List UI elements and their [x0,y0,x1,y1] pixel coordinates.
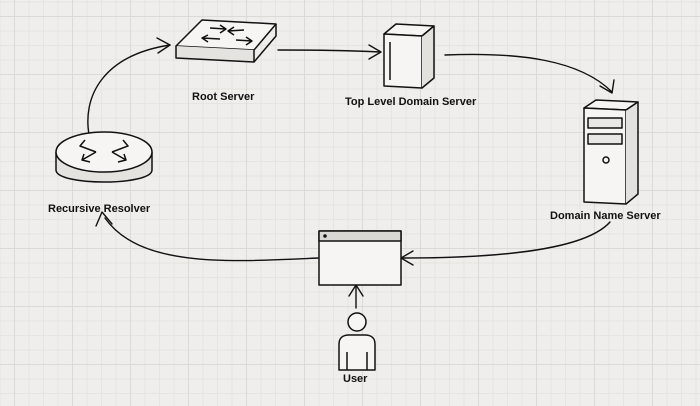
arrowhead-tld-to-dns [599,79,615,94]
arrow-root-to-tld [277,49,381,53]
arrow-tld-to-dns [444,53,613,93]
browser-window-icon [318,230,402,286]
arrow-window-to-resolver [104,217,319,262]
server-tower-icon [383,23,435,89]
root-server-label: Root Server [192,91,255,103]
rack-server-icon [583,99,639,205]
arrow-dns-to-window [401,221,611,259]
user-label: User [343,373,368,385]
arrow-resolver-to-root [87,44,171,141]
user-icon [338,312,376,371]
recursive-resolver-label: Recursive Resolver [48,203,151,215]
domain-name-server-label: Domain Name Server [550,210,661,222]
arrowhead-window-to-resolver [95,211,113,227]
router-icon [55,131,153,183]
tld-server-label: Top Level Domain Server [345,96,477,108]
arrowhead-root-to-tld [368,44,382,60]
network-switch-icon [175,19,277,63]
arrowhead-resolver-to-root [156,37,171,54]
